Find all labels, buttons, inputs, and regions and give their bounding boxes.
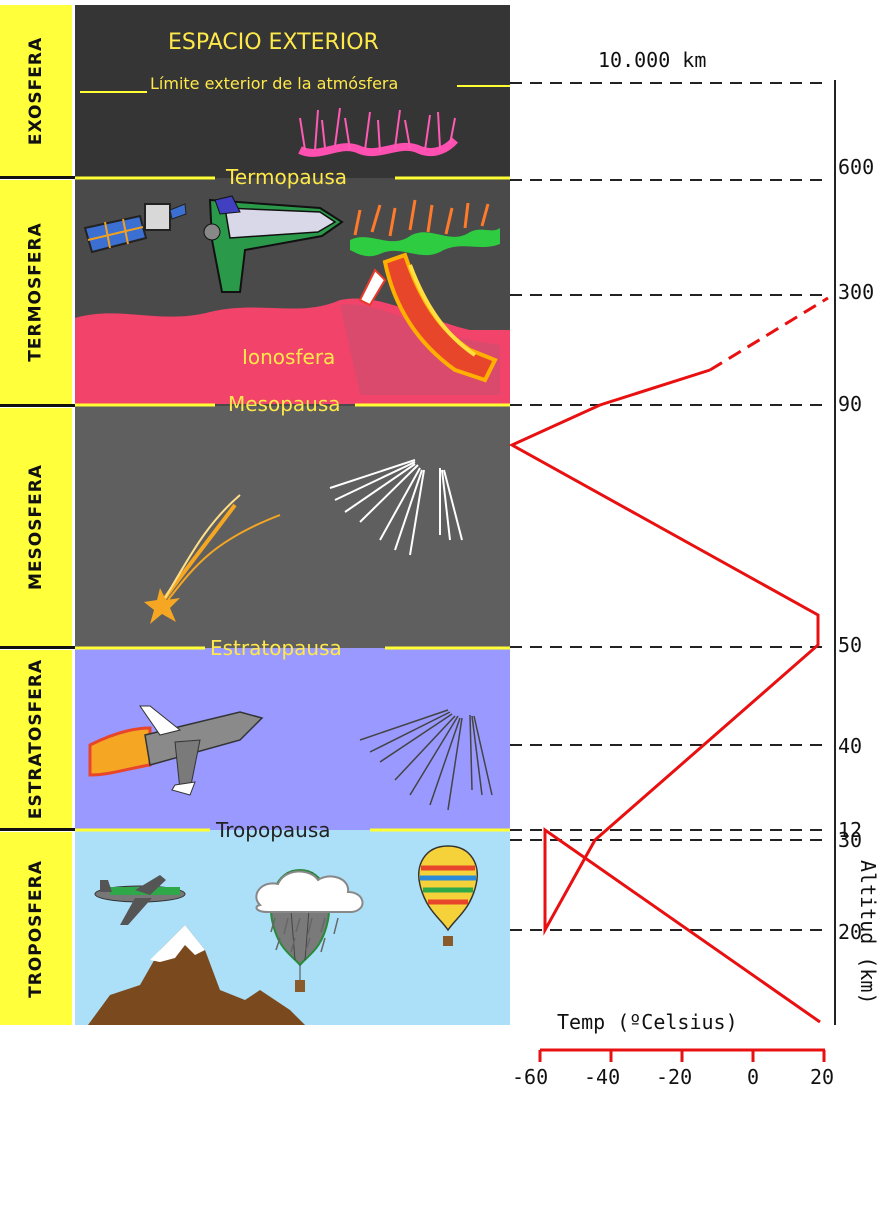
temp-tick-0: 0 — [747, 1065, 760, 1089]
airliner-icon — [94, 875, 186, 925]
temp-axis-title: Temp (ºCelsius) — [557, 1010, 738, 1034]
mountains-icon — [88, 925, 305, 1025]
tropopausa-label: Tropopausa — [216, 818, 331, 842]
sidebar-troposfera: TROPOSFERA — [0, 832, 72, 1025]
temp-tick-minus40: -40 — [584, 1065, 621, 1089]
sidebar-exosfera: EXOSFERA — [0, 5, 72, 176]
sidebar-divider — [0, 404, 75, 407]
mesosfera-band — [75, 406, 510, 648]
satellite-icon — [83, 203, 187, 254]
alt-tick-50: 50 — [838, 633, 863, 657]
aurora-icon — [298, 107, 459, 157]
rain-cloud-icon — [255, 870, 364, 953]
aurora-green-icon — [350, 199, 500, 257]
altitude-axis-label: Altitud (km) — [856, 860, 880, 1005]
meteor-streaks-icon — [329, 459, 463, 556]
temp-profile-dashed — [709, 296, 829, 372]
ionosfera-label: Ionosfera — [242, 345, 336, 369]
espacio-exterior-label: ESPACIO EXTERIOR — [168, 30, 379, 55]
top-km-label: 10.000 km — [598, 48, 707, 72]
temp-tick-20: 20 — [810, 1065, 835, 1089]
sidebar-divider — [0, 646, 75, 649]
estratopausa-label: Estratopausa — [210, 636, 342, 660]
meteor-trail-icon — [358, 252, 498, 383]
space-shuttle-icon — [203, 195, 344, 293]
temp-profile-line — [508, 368, 821, 1024]
sidebar-divider — [0, 176, 75, 179]
alt-tick-40: 40 — [838, 734, 863, 758]
alt-tick-30: 30 — [838, 828, 863, 852]
alt-tick-600: 600 — [838, 155, 875, 179]
temperature-axis — [538, 1048, 826, 1062]
alt-tick-300: 300 — [838, 280, 875, 304]
sidebar-divider — [0, 828, 75, 831]
sidebar-estratosfera: ESTRATOSFERA — [0, 650, 72, 828]
meteor-streaks-dark-icon — [359, 709, 493, 811]
alt-tick-20: 20 — [838, 920, 863, 944]
temp-tick-minus20: -20 — [656, 1065, 693, 1089]
mesopausa-label: Mesopausa — [228, 392, 341, 416]
sidebar-termosfera: TERMOSFERA — [0, 180, 72, 404]
alt-tick-12: 12 — [838, 818, 863, 842]
termopausa-label: Termopausa — [226, 165, 348, 189]
hot-air-balloon-icon — [418, 845, 478, 946]
sidebar-mesosfera: MESOSFERA — [0, 408, 72, 646]
limite-exterior-label: Límite exterior de la atmósfera — [150, 74, 399, 93]
alt-tick-90: 90 — [838, 392, 863, 416]
shooting-star-icon — [144, 494, 281, 624]
temp-tick-minus60: -60 — [512, 1065, 549, 1089]
jet-fighter-icon — [88, 705, 264, 796]
